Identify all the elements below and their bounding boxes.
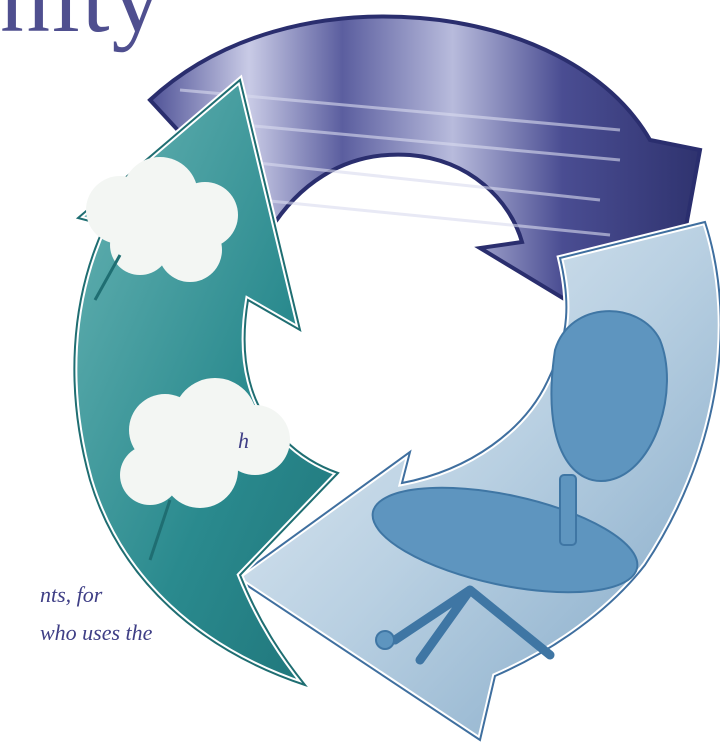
body-text-fragment-3: who uses the — [40, 620, 152, 646]
cycle-center — [300, 260, 490, 450]
body-text-fragment-2: nts, for — [40, 582, 102, 608]
body-text-fragment-1: h — [238, 428, 249, 454]
